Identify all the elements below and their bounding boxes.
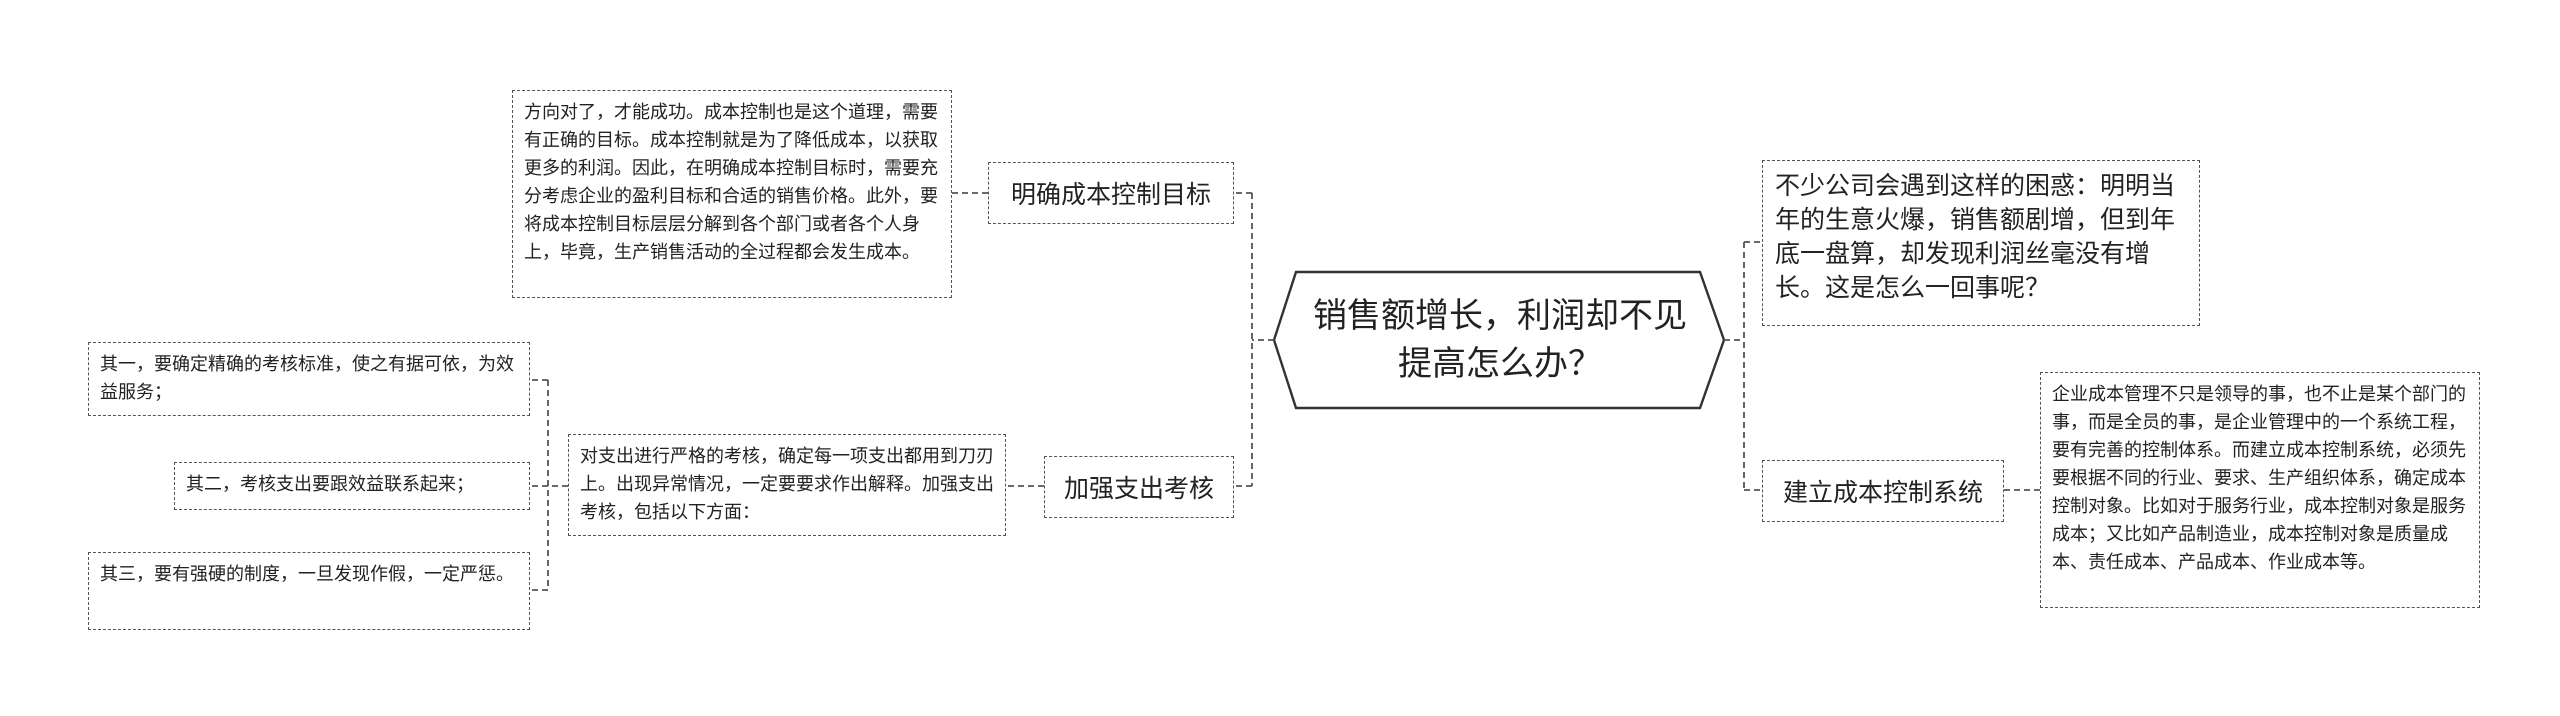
expense-item-1[interactable]: 其一，要确定精确的考核标准，使之有据可依，为效益服务； — [88, 342, 530, 416]
cost-target-note[interactable]: 方向对了，才能成功。成本控制也是这个道理，需要有正确的目标。成本控制就是为了降低… — [512, 90, 952, 298]
intro-node[interactable]: 不少公司会遇到这样的困惑：明明当年的生意火爆，销售额剧增，但到年底一盘算，却发现… — [1762, 160, 2200, 326]
branch-cost-target[interactable]: 明确成本控制目标 — [988, 162, 1234, 224]
branch-expense-review[interactable]: 加强支出考核 — [1044, 456, 1234, 518]
expense-review-note[interactable]: 对支出进行严格的考核，确定每一项支出都用到刀刃上。出现异常情况，一定要要求作出解… — [568, 434, 1006, 536]
cost-system-note[interactable]: 企业成本管理不只是领导的事，也不止是某个部门的事，而是全员的事，是企业管理中的一… — [2040, 372, 2480, 608]
central-topic[interactable]: 销售额增长，利润却不见 提高怎么办？ — [1313, 296, 1687, 384]
expense-item-2[interactable]: 其二，考核支出要跟效益联系起来； — [174, 462, 530, 510]
link-expense-items — [530, 379, 568, 591]
link-center-left — [1234, 192, 1274, 487]
branch-cost-system[interactable]: 建立成本控制系统 — [1762, 460, 2004, 522]
link-center-right — [1724, 241, 1762, 491]
expense-item-3[interactable]: 其三，要有强硬的制度，一旦发现作假，一定严惩。 — [88, 552, 530, 630]
